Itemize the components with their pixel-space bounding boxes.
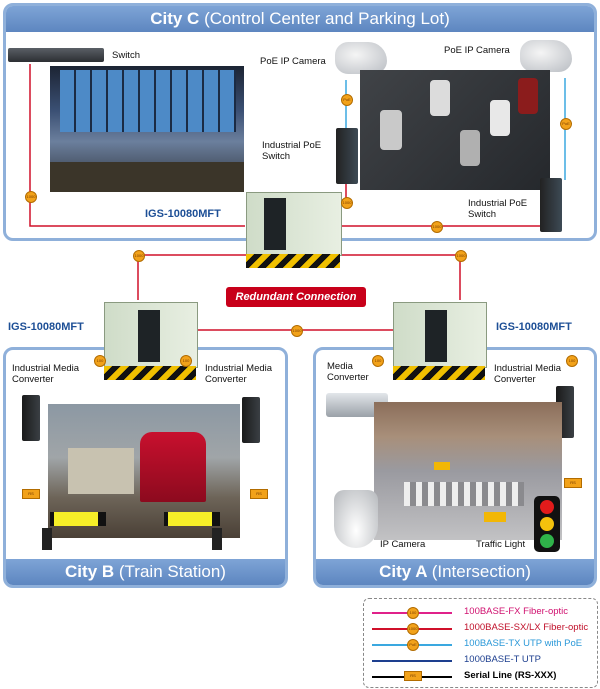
legend-item: RS Serial Line (RS-XXX) <box>372 669 592 683</box>
connector-badge: 100 <box>372 355 384 367</box>
poe-camera-left-icon <box>335 42 387 74</box>
taxi <box>434 462 450 470</box>
serial-badge: RS <box>564 478 582 488</box>
yellow-light <box>540 517 554 531</box>
industrial-poe-switch-left <box>336 128 358 184</box>
city-a-subtitle: (Intersection) <box>431 562 531 581</box>
igs-label-right: IGS-10080MFT <box>496 321 572 333</box>
video-wall <box>60 70 236 132</box>
connector-badge: PoE <box>407 639 419 651</box>
car <box>518 78 538 114</box>
ptz-camera-icon <box>334 490 378 548</box>
igs-device <box>425 310 447 362</box>
connector-badge: PoE <box>341 94 353 106</box>
intersection-photo <box>374 402 562 540</box>
barrier-left <box>50 512 106 526</box>
rack-switch <box>8 48 104 62</box>
legend: 100 100BASE-FX Fiber-optic 1000 1000BASE… <box>363 598 598 688</box>
legend-item: PoE 100BASE-TX UTP with PoE <box>372 637 592 651</box>
car <box>460 130 480 166</box>
green-light <box>540 534 554 548</box>
industrial-poe-switch-right <box>540 178 562 232</box>
barrier-post <box>42 528 52 550</box>
redundant-connection-banner: Redundant Connection <box>226 287 366 307</box>
city-a-title: City A <box>379 562 427 581</box>
legend-text: Serial Line (RS-XXX) <box>464 670 557 681</box>
city-a-media-converter-label: Media Converter <box>327 361 369 383</box>
city-b-title-bar: City B (Train Station) <box>6 559 285 585</box>
industrial-poe-switch-label-left: Industrial PoE Switch <box>262 140 322 162</box>
legend-text: 1000BASE-T UTP <box>464 654 541 665</box>
hazard-stripe <box>246 254 340 268</box>
connector-badge: 100 <box>407 607 419 619</box>
parking-lot-photo <box>360 70 550 190</box>
industrial-poe-switch-label-right: Industrial PoE Switch <box>468 198 528 220</box>
city-a-title-bar: City A (Intersection) <box>316 559 594 585</box>
control-room-photo <box>50 66 244 192</box>
serial-badge: RS <box>404 671 422 681</box>
operator-desk <box>50 162 244 192</box>
connector-badge: 1000 <box>407 623 419 635</box>
city-b-subtitle: (Train Station) <box>118 562 226 581</box>
legend-item: 1000BASE-T UTP <box>372 653 592 667</box>
legend-item: 1000 1000BASE-SX/LX Fiber-optic <box>372 621 592 635</box>
connector-badge: PoE <box>560 118 572 130</box>
connector-badge: 100 <box>180 355 192 367</box>
city-b-title: City B <box>65 562 115 581</box>
connector-badge: 1000 <box>291 325 303 337</box>
poe-camera-label-left: PoE IP Camera <box>260 56 326 67</box>
train <box>68 448 134 494</box>
poe-camera-label-right: PoE IP Camera <box>444 45 510 56</box>
legend-text: 100BASE-TX UTP with PoE <box>464 638 583 649</box>
city-b-converter-label-left: Industrial Media Converter <box>12 363 80 385</box>
connector-badge: 1000 <box>133 250 145 262</box>
connector-badge: 1000 <box>455 250 467 262</box>
legend-text: 1000BASE-SX/LX Fiber-optic <box>464 622 589 633</box>
car <box>430 80 450 116</box>
traffic-light-icon <box>534 496 560 552</box>
legend-swatch <box>372 660 452 662</box>
legend-text: 100BASE-FX Fiber-optic <box>464 606 569 617</box>
switch-label: Switch <box>112 50 140 61</box>
igs-device <box>264 198 286 250</box>
city-a-industrial-converter-label: Industrial Media Converter <box>494 363 562 385</box>
red-light <box>540 500 554 514</box>
cabinet-body <box>246 192 342 256</box>
igs-cabinet-top <box>246 192 342 272</box>
igs-label-left: IGS-10080MFT <box>8 321 84 333</box>
hazard-stripe <box>393 366 485 380</box>
crosswalk <box>404 482 524 506</box>
igs-device <box>138 310 160 362</box>
ip-camera-label: IP Camera <box>380 539 426 550</box>
traffic-light-label: Traffic Light <box>476 539 526 550</box>
car <box>380 110 402 150</box>
connector-badge: 100 <box>566 355 578 367</box>
serial-badge: RS <box>22 489 40 499</box>
city-c-subtitle: (Control Center and Parking Lot) <box>204 9 450 28</box>
hazard-stripe <box>104 366 196 380</box>
train <box>140 432 206 502</box>
industrial-media-converter-left <box>22 395 40 441</box>
city-b-converter-label-right: Industrial Media Converter <box>205 363 273 385</box>
igs-label-top: IGS-10080MFT <box>145 208 221 220</box>
barrier-right <box>164 512 220 526</box>
connector-badge: 1000 <box>431 221 443 233</box>
car <box>490 100 510 136</box>
city-c-title: City C <box>150 9 200 28</box>
connector-badge: 100 <box>94 355 106 367</box>
igs-cabinet-right <box>393 302 487 384</box>
serial-badge: RS <box>250 489 268 499</box>
city-c-title-bar: City C (Control Center and Parking Lot) <box>6 6 594 32</box>
connector-badge: 1000 <box>341 197 353 209</box>
industrial-media-converter-right <box>242 397 260 443</box>
igs-cabinet-left <box>104 302 198 384</box>
connector-badge: 1000 <box>25 191 37 203</box>
poe-camera-right-icon <box>520 40 572 72</box>
legend-item: 100 100BASE-FX Fiber-optic <box>372 605 592 619</box>
barrier-post <box>212 528 222 550</box>
taxi <box>484 512 506 522</box>
